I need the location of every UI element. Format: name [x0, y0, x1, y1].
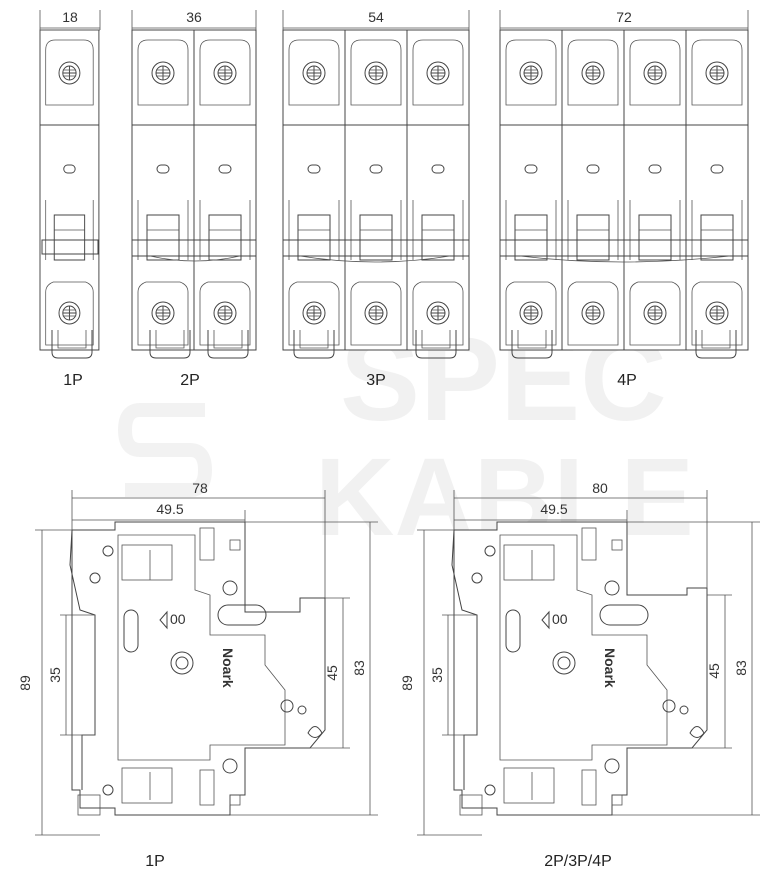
side-label-1p: 1P [145, 853, 165, 870]
height-total-1p: 89 [17, 675, 33, 691]
depth-front-multipole: 49.5 [540, 501, 567, 517]
svg-text:00: 00 [170, 611, 186, 627]
label-2p: 2P [180, 372, 200, 389]
label-3p: 3P [366, 372, 386, 389]
body-height-1p: 83 [351, 660, 367, 676]
front-height-multipole: 45 [706, 663, 722, 679]
width-dim-2p: 36 [186, 9, 202, 25]
width-dim-1p: 18 [62, 9, 78, 25]
brand-text-1p: Noark [220, 648, 236, 688]
front-view-4p: 72 4P [499, 9, 749, 389]
rail-1p: 35 [47, 667, 63, 683]
side-label-multipole: 2P/3P/4P [544, 853, 612, 870]
front-view-1p: 18 1P [40, 9, 101, 389]
depth-total-1p: 78 [192, 480, 208, 496]
brand-text-multipole: Noark [602, 648, 618, 688]
svg-text:00: 00 [552, 611, 568, 627]
width-dim-4p: 72 [616, 9, 632, 25]
front-view-3p: 54 3P [282, 9, 470, 389]
label-4p: 4P [617, 372, 637, 389]
height-total-multipole: 89 [399, 675, 415, 691]
label-1p: 1P [63, 372, 83, 389]
front-height-1p: 45 [324, 665, 340, 681]
side-view-1p: 00 Noark 78 49.5 89 35 45 83 1P [17, 480, 378, 870]
body-height-multipole: 83 [733, 660, 749, 676]
side-view-multipole: 00 Noark 80 49.5 89 35 45 83 2P/3P/4P [399, 480, 760, 870]
width-dim-3p: 54 [368, 9, 384, 25]
depth-total-multipole: 80 [592, 480, 608, 496]
depth-front-1p: 49.5 [156, 501, 183, 517]
rail-multipole: 35 [429, 667, 445, 683]
front-view-2p: 36 2P [131, 9, 257, 389]
